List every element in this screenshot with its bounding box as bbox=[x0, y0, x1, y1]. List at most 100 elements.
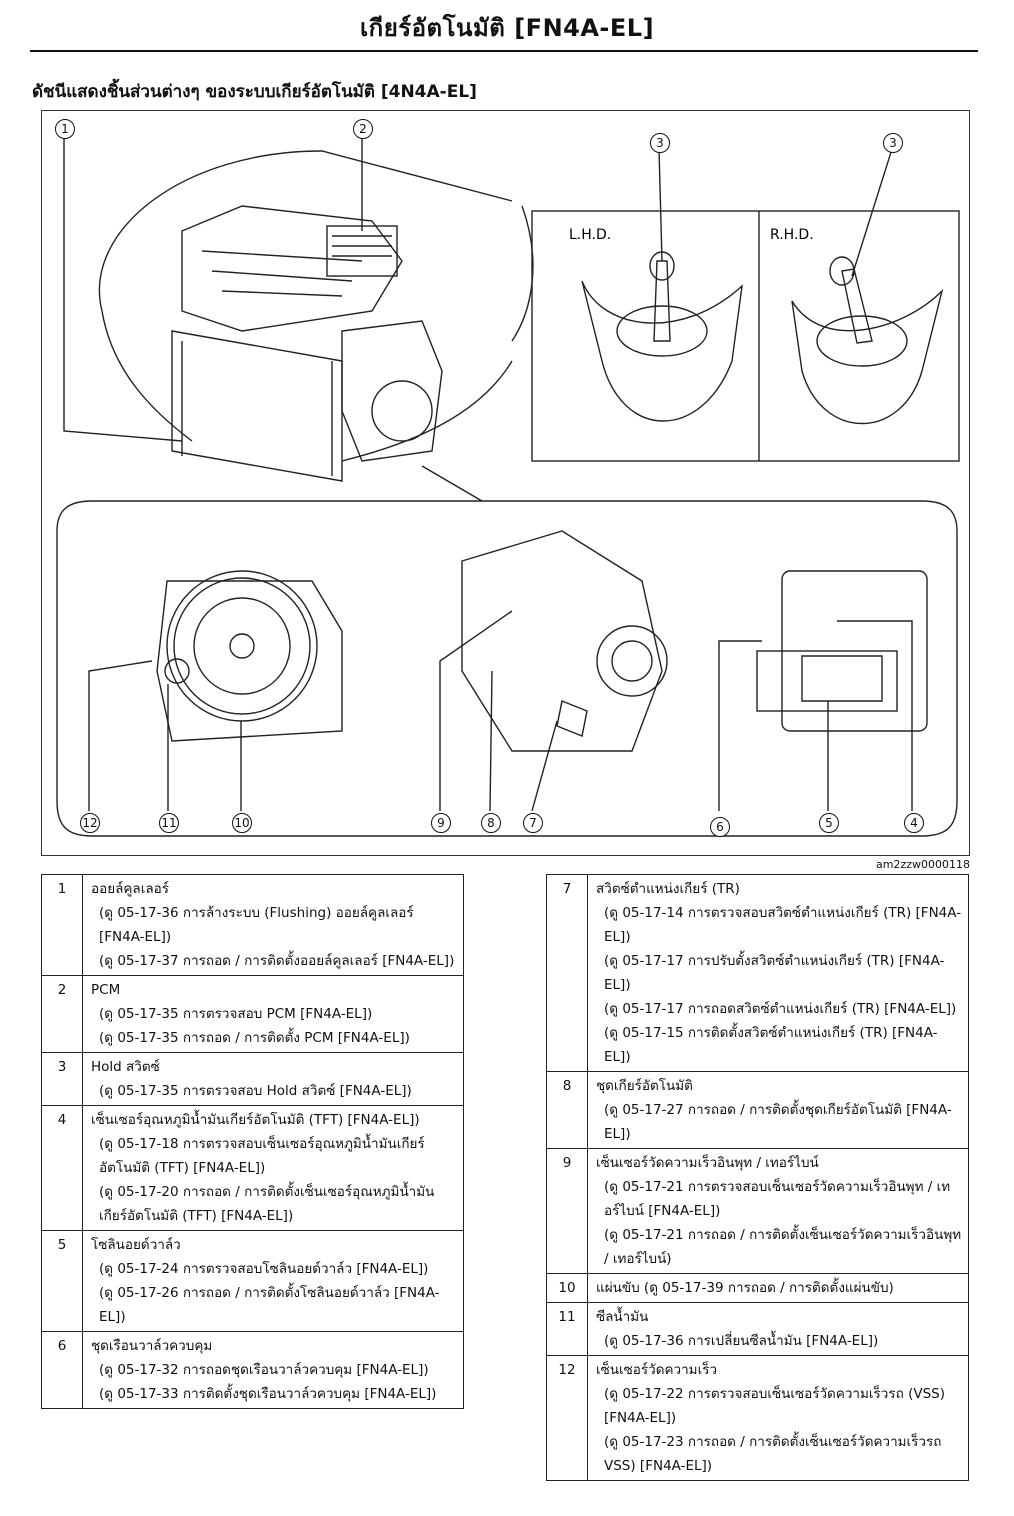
section-title: ดัชนีแสดงชิ้นส่วนต่างๆ ของระบบเกียร์อัตโ… bbox=[32, 82, 477, 102]
leader-9 bbox=[439, 610, 513, 811]
callout-9: 9 bbox=[431, 813, 451, 833]
oil-cooler bbox=[171, 330, 343, 482]
part-row: 12 เซ็นเซอร์วัดความเร็ว (ดู 05-17-22 การตร… bbox=[546, 1355, 969, 1481]
oil-seal bbox=[164, 658, 190, 684]
title-divider bbox=[30, 50, 978, 52]
pcm-unit bbox=[326, 225, 398, 277]
part-reference-link[interactable]: (ดู 05-17-35 การถอด / การติดตั้ง PCM [FN… bbox=[99, 1030, 410, 1046]
part-reference-link[interactable]: (ดู 05-17-17 การถอดสวิตซ์ตำแหน่งเกียร์ (… bbox=[604, 1001, 957, 1017]
part-description: โซลินอยด์วาล์ว (ดู 05-17-24 การตรวจสอบโซล… bbox=[82, 1230, 464, 1332]
part-name: สวิตซ์ตำแหน่งเกียร์ (TR) bbox=[596, 881, 740, 897]
shift-lever-panel bbox=[531, 210, 960, 462]
rhd-label: R.H.D. bbox=[770, 227, 814, 243]
callout-1: 1 bbox=[55, 119, 75, 139]
part-reference-link[interactable]: (ดู 05-17-14 การตรวจสอบสวิตซ์ตำแหน่งเกีย… bbox=[604, 905, 962, 945]
part-description: ออยล์คูลเลอร์ (ดู 05-17-36 การล้างระบบ (F… bbox=[82, 874, 464, 976]
leader-3b bbox=[851, 148, 893, 277]
part-description: สวิตซ์ตำแหน่งเกียร์ (TR) (ดู 05-17-14 การ… bbox=[587, 874, 969, 1072]
drive-plate bbox=[166, 570, 318, 722]
part-name: ซีลน้ำมัน bbox=[596, 1309, 649, 1325]
part-reference-link[interactable]: (ดู 05-17-36 การเปลี่ยนซีลน้ำมัน [FN4A-E… bbox=[604, 1333, 879, 1349]
part-name: แผ่นขับ (ดู 05-17-39 การถอด / การติดตั้ง… bbox=[596, 1280, 894, 1296]
callout-2: 2 bbox=[353, 119, 373, 139]
lhd-label: L.H.D. bbox=[569, 227, 611, 243]
part-reference-link[interactable]: (ดู 05-17-20 การถอด / การติดตั้งเซ็นเซอร… bbox=[99, 1184, 435, 1224]
part-reference-link[interactable]: (ดู 05-17-27 การถอด / การติดตั้งชุดเกียร… bbox=[604, 1102, 952, 1142]
part-reference-link[interactable]: (ดู 05-17-18 การตรวจสอบเซ็นเซอร์อุณหภูมิ… bbox=[99, 1136, 425, 1176]
part-number: 7 bbox=[546, 874, 588, 1072]
leader-7 bbox=[531, 720, 558, 812]
transaxle-assembly bbox=[461, 530, 663, 752]
part-description: เซ็นเซอร์อุณหภูมิน้ำมันเกียร์อัตโนมัติ (… bbox=[82, 1105, 464, 1231]
part-name: ชุดเรือนวาล์วควบคุม bbox=[91, 1338, 213, 1354]
part-reference-link[interactable]: (ดู 05-17-33 การติดตั้งชุดเรือนวาล์วควบค… bbox=[99, 1386, 437, 1402]
parts-table-right: 7 สวิตซ์ตำแหน่งเกียร์ (TR) (ดู 05-17-14 กา… bbox=[546, 874, 969, 1481]
part-number: 12 bbox=[546, 1355, 588, 1481]
transmission-housing bbox=[341, 320, 443, 462]
part-reference-link[interactable]: (ดู 05-17-21 การถอด / การติดตั้งเซ็นเซอร… bbox=[604, 1227, 962, 1267]
callout-3-rhd: 3 bbox=[883, 133, 903, 153]
part-reference-link[interactable]: (ดู 05-17-35 การตรวจสอบ PCM [FN4A-EL]) bbox=[99, 1006, 373, 1022]
callout-7: 7 bbox=[523, 813, 543, 833]
callout-4: 4 bbox=[904, 813, 924, 833]
part-description: ชุดเกียร์อัตโนมัติ (ดู 05-17-27 การถอด / … bbox=[587, 1071, 969, 1149]
callout-6: 6 bbox=[710, 817, 730, 837]
part-reference-link[interactable]: (ดู 05-17-36 การล้างระบบ (Flushing) ออยล… bbox=[99, 905, 414, 945]
rhd-shifter-console bbox=[791, 288, 944, 425]
part-name: Hold สวิตซ์ bbox=[91, 1059, 160, 1075]
part-name: ชุดเกียร์อัตโนมัติ bbox=[596, 1078, 693, 1094]
part-reference-link[interactable]: (ดู 05-17-32 การถอดชุดเรือนวาล์วควบคุม [… bbox=[99, 1362, 429, 1378]
part-name: เซ็นเซอร์อุณหภูมิน้ำมันเกียร์อัตโนมัติ (… bbox=[91, 1112, 420, 1128]
part-row: 1 ออยล์คูลเลอร์ (ดู 05-17-36 การล้างระบบ (… bbox=[41, 874, 464, 976]
leader-1 bbox=[63, 135, 183, 442]
part-number: 4 bbox=[41, 1105, 83, 1231]
part-number: 2 bbox=[41, 975, 83, 1053]
part-reference-link[interactable]: (ดู 05-17-37 การถอด / การติดตั้งออยล์คูล… bbox=[99, 953, 455, 969]
leader-4 bbox=[837, 620, 913, 811]
page-title: เกียร์อัตโนมัติ [FN4A-EL] bbox=[359, 14, 655, 42]
parts-table-left: 1 ออยล์คูลเลอร์ (ดู 05-17-36 การล้างระบบ (… bbox=[41, 874, 464, 1409]
part-description: ชุดเรือนวาล์วควบคุม (ดู 05-17-32 การถอดชุ… bbox=[82, 1331, 464, 1409]
part-description: แผ่นขับ (ดู 05-17-39 การถอด / การติดตั้ง… bbox=[587, 1273, 969, 1303]
part-reference-link[interactable]: (ดู 05-17-24 การตรวจสอบโซลินอยด์วาล์ว [F… bbox=[99, 1261, 429, 1277]
part-number: 3 bbox=[41, 1052, 83, 1106]
part-reference-link[interactable]: (ดู 05-17-15 การติดตั้งสวิตซ์ตำแหน่งเกีย… bbox=[604, 1025, 938, 1065]
part-description: PCM(ดู 05-17-35 การตรวจสอบ PCM [FN4A-EL]… bbox=[82, 975, 464, 1053]
callout-8: 8 bbox=[481, 813, 501, 833]
part-reference-link[interactable]: (ดู 05-17-22 การตรวจสอบเซ็นเซอร์วัดความเ… bbox=[604, 1386, 945, 1426]
part-description: ซีลน้ำมัน (ดู 05-17-36 การเปลี่ยนซีลน้ำมั… bbox=[587, 1302, 969, 1356]
part-reference-link[interactable]: (ดู 05-17-21 การตรวจสอบเซ็นเซอร์วัดความเ… bbox=[604, 1179, 951, 1219]
part-reference-link[interactable]: (ดู 05-17-23 การถอด / การติดตั้งเซ็นเซอร… bbox=[604, 1434, 942, 1474]
part-name: เซ็นเซอร์วัดความเร็วอินพุท / เทอร์ไบน์ bbox=[596, 1155, 819, 1171]
part-reference-link[interactable]: (ดู 05-17-26 การถอด / การติดตั้งโซลินอยด… bbox=[99, 1285, 440, 1325]
part-name: ออยล์คูลเลอร์ bbox=[91, 881, 169, 897]
figure-code: am2zzw0000118 bbox=[876, 858, 970, 871]
part-number: 9 bbox=[546, 1148, 588, 1274]
part-name: โซลินอยด์วาล์ว bbox=[91, 1237, 181, 1253]
part-name: เซ็นเซอร์วัดความเร็ว bbox=[596, 1362, 718, 1378]
part-description: เซ็นเซอร์วัดความเร็ว (ดู 05-17-22 การตรวจ… bbox=[587, 1355, 969, 1481]
part-reference-link[interactable]: (ดู 05-17-17 การปรับตั้งสวิตซ์ตำแหน่งเกี… bbox=[604, 953, 945, 993]
part-number: 1 bbox=[41, 874, 83, 976]
part-description: Hold สวิตซ์ (ดู 05-17-35 การตรวจสอบ Hold … bbox=[82, 1052, 464, 1106]
leader-3a bbox=[658, 148, 663, 262]
part-row: 3 Hold สวิตซ์ (ดู 05-17-35 การตรวจสอบ Hold… bbox=[41, 1052, 464, 1106]
part-row: 9 เซ็นเซอร์วัดความเร็วอินพุท / เทอร์ไบน์ (… bbox=[546, 1148, 969, 1274]
part-row: 6 ชุดเรือนวาล์วควบคุม (ดู 05-17-32 การถอดช… bbox=[41, 1331, 464, 1409]
callout-11: 11 bbox=[159, 813, 179, 833]
part-number: 6 bbox=[41, 1331, 83, 1409]
engine-bay-outline bbox=[98, 150, 513, 312]
leader-6 bbox=[718, 640, 762, 811]
callout-10: 10 bbox=[232, 813, 252, 833]
part-reference-link[interactable]: (ดู 05-17-35 การตรวจสอบ Hold สวิตซ์ [FN4… bbox=[99, 1083, 412, 1099]
part-description: เซ็นเซอร์วัดความเร็วอินพุท / เทอร์ไบน์ (ด… bbox=[587, 1148, 969, 1274]
engine-block bbox=[181, 205, 403, 332]
callout-3-lhd: 3 bbox=[650, 133, 670, 153]
component-location-figure: L.H.D. R.H.D. 1 2 3 3 4 5 6 7 8 9 10 11 … bbox=[41, 110, 970, 856]
leader-12 bbox=[88, 660, 153, 811]
